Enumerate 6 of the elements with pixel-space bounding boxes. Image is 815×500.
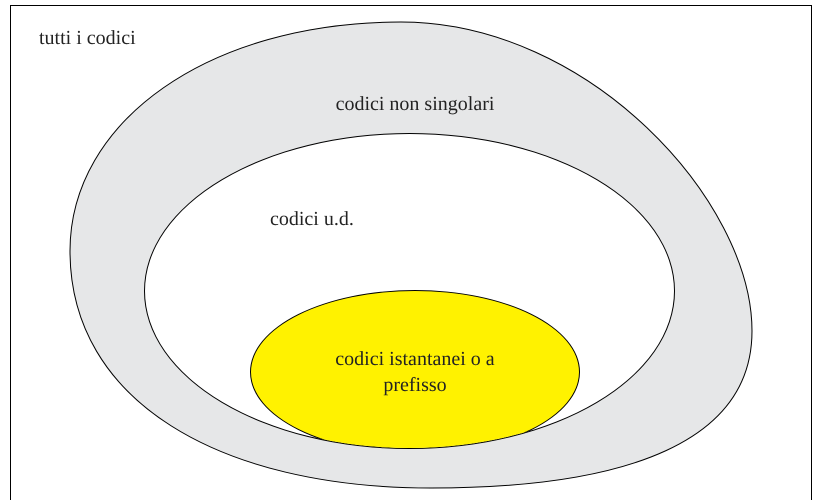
region-label: tutti i codici (39, 26, 136, 51)
region-label: codici u.d. (270, 207, 354, 232)
region-frame (10, 5, 812, 500)
region-label: codici istantanei o a prefisso (334, 347, 496, 398)
region-label: codici non singolari (334, 92, 496, 117)
region-blob (69, 21, 753, 489)
